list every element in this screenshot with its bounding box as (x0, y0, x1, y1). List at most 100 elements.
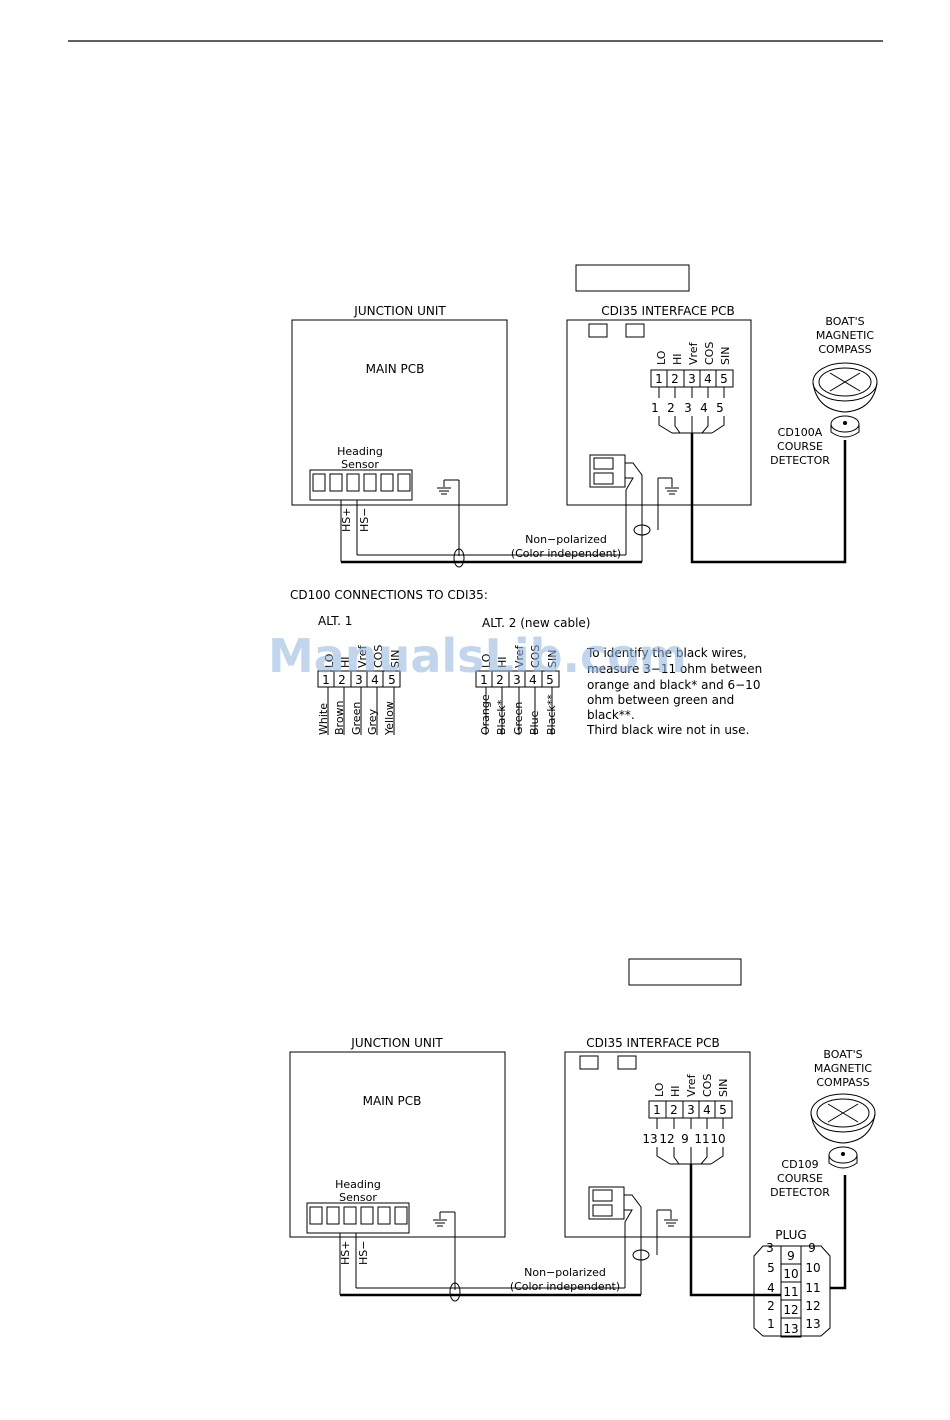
cable-shield-ring (449, 1282, 461, 1302)
sensor-label: Sensor (339, 1191, 377, 1204)
pin-label-cos: COS (703, 342, 716, 365)
nonpolarized-label: Non−polarized (524, 1266, 606, 1279)
pin-number: 5 (720, 372, 728, 386)
detector-label: DETECTOR (770, 454, 830, 467)
wire-number: 9 (681, 1132, 689, 1146)
heading-sensor-terminal (306, 1202, 410, 1234)
cdi35-title: CDI35 INTERFACE PCB (586, 1036, 719, 1050)
alt1-title: ALT. 1 (318, 614, 352, 628)
alt2-pin-number: 3 (513, 673, 521, 687)
wire-number: 13 (642, 1132, 657, 1146)
course-detector-icon (828, 1146, 858, 1169)
diagram-cd109: JUNCTION UNIT MAIN PCB Heading Sensor HS… (289, 958, 876, 1338)
alt2-pin-number: 4 (529, 673, 537, 687)
alt2-pin-number: 2 (496, 673, 504, 687)
alt1-wire-color: Yellow (383, 701, 396, 736)
figure-label-box (628, 958, 742, 986)
ground-symbol-cdi (656, 1209, 678, 1255)
alt1-pin-number: 2 (338, 673, 346, 687)
junction-unit-title: JUNCTION UNIT (353, 304, 446, 318)
note-line: measure 3−11 ohm between (587, 662, 762, 676)
plug-left-pin: 3 (766, 1241, 774, 1255)
alt2-pin-number: 1 (480, 673, 488, 687)
hs-minus-label: HS− (358, 508, 371, 532)
alt1-pin-label: SIN (389, 650, 402, 668)
junction-unit-title: JUNCTION UNIT (350, 1036, 443, 1050)
cdi35-hs-connector (588, 1186, 642, 1295)
alt1-pin-label: HI (339, 656, 352, 668)
alt1-pin-label: LO (323, 653, 336, 668)
cable-shield-ring (453, 548, 465, 568)
sensor-label: Sensor (341, 458, 379, 471)
note-line: To identify the black wires, (586, 646, 747, 660)
course-detector-icon (830, 415, 860, 438)
wire-number: 1 (651, 401, 659, 415)
alt1-pin-number: 1 (322, 673, 330, 687)
detector-label: COURSE (777, 440, 823, 453)
diagram-cd100a: JUNCTION UNIT MAIN PCB Heading Sensor HS… (291, 264, 878, 568)
wire-number: 12 (659, 1132, 674, 1146)
alt2-pin-label: COS (529, 645, 542, 668)
alt1-terminal-block (317, 670, 401, 688)
plug-mid-pin: 11 (783, 1285, 798, 1299)
plug-right-pin: 9 (808, 1241, 816, 1255)
pin-label-hi: HI (669, 1085, 682, 1097)
alt1-pin-label: COS (372, 645, 385, 668)
pin-number: 2 (670, 1103, 678, 1117)
pin-number: 4 (703, 1103, 711, 1117)
connections-title: CD100 CONNECTIONS TO CDI35: (290, 588, 488, 602)
note-line: ohm between green and (587, 693, 734, 707)
alt1-wire-color: Grey (366, 708, 379, 735)
plug-left-pin: 4 (767, 1281, 775, 1295)
plug-title: PLUG (775, 1228, 806, 1242)
pin-label-sin: SIN (719, 347, 732, 365)
compass-label: COMPASS (816, 1076, 869, 1089)
figure-label-box (575, 264, 690, 292)
pin-number: 1 (653, 1103, 661, 1117)
compass-label: COMPASS (818, 343, 871, 356)
detector-cable (690, 433, 847, 564)
plug-mid-pin: 12 (783, 1303, 798, 1317)
ground-symbol-cdi (657, 477, 679, 530)
compass-label: BOAT'S (825, 315, 864, 328)
pin-number: 5 (719, 1103, 727, 1117)
pin-label-hi: HI (671, 353, 684, 365)
hs-plus-label: HS+ (339, 1241, 352, 1265)
alt1-wire-color: Brown (333, 700, 346, 735)
plug-mid-pin: 10 (783, 1267, 798, 1281)
plug-mid-pin: 13 (783, 1322, 798, 1336)
note-line: orange and black* and 6−10 (587, 678, 760, 692)
alt1-wire-color: White (317, 703, 330, 735)
plug-right-pin: 12 (805, 1299, 820, 1313)
color-independent-label: (Color independent) (510, 1280, 620, 1293)
boats-compass-icon (810, 1093, 876, 1144)
alt2-wire-color: Green (512, 702, 525, 735)
detector-label: CD109 (781, 1158, 818, 1171)
plug-left-pin: 5 (767, 1261, 775, 1275)
alt2-pin-label: SIN (546, 650, 559, 668)
nonpolarized-label: Non−polarized (525, 533, 607, 546)
alt1-pin-number: 4 (371, 673, 379, 687)
pin-label-vref: Vref (687, 341, 700, 365)
plug-right-pin: 11 (805, 1281, 820, 1295)
pin-label-sin: SIN (717, 1079, 730, 1097)
alt2-title: ALT. 2 (new cable) (482, 616, 591, 630)
alt1-pin-number: 3 (355, 673, 363, 687)
alt2-wire-color: Black** (545, 694, 558, 735)
ground-symbol-ju (437, 479, 460, 556)
wire-number: 2 (667, 401, 675, 415)
alt1-pin-label: Vref (356, 644, 369, 668)
pin-label-vref: Vref (685, 1073, 698, 1097)
alt2-pin-label: Vref (513, 644, 526, 668)
pin-number: 4 (704, 372, 712, 386)
compass-label: MAGNETIC (814, 1062, 872, 1075)
plug-left-pin: 2 (767, 1299, 775, 1313)
cdi35-hs-connector (589, 454, 643, 562)
alt1-pin-number: 5 (388, 673, 396, 687)
main-pcb-label: MAIN PCB (366, 362, 425, 376)
main-pcb-label: MAIN PCB (363, 1094, 422, 1108)
wire-number: 10 (710, 1132, 725, 1146)
plug-connector (753, 1245, 831, 1338)
alt2-terminal-block (475, 670, 560, 688)
pin-label-lo: LO (653, 1082, 666, 1097)
